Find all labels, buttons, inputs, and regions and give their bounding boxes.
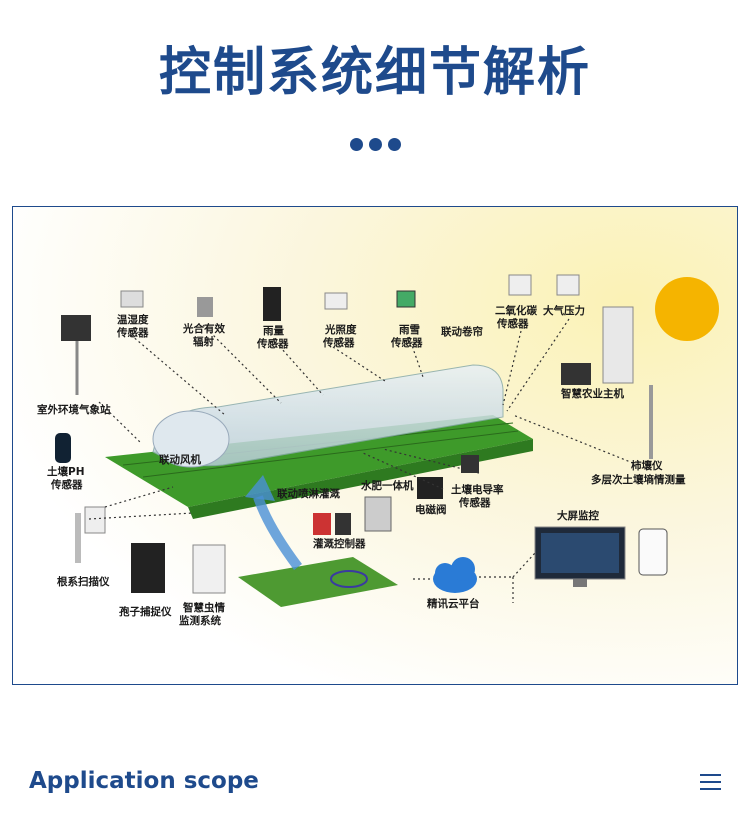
rain-snow-sensor-icon	[396, 290, 416, 308]
label-illuminance-1: 光照度	[324, 323, 357, 336]
fertigation-icon	[364, 496, 392, 532]
label-pest-monitor-2: 监测系统	[179, 614, 221, 627]
label-smart-host: 智慧农业主机	[560, 387, 624, 400]
label-co2-1: 二氧化碳	[495, 304, 537, 317]
sun-icon	[655, 277, 719, 341]
label-soil-ph-2: 传感器	[50, 478, 83, 491]
pressure-sensor-icon	[556, 274, 580, 296]
label-fertigation: 水肥一体机	[360, 479, 414, 492]
label-tube-soil-2: 多层次土壤墒情测量	[591, 473, 686, 486]
label-temp-humidity-1: 温湿度	[117, 313, 149, 326]
label-spray-irrigation: 联动喷淋灌溉	[277, 487, 340, 500]
label-soil-ec-1: 土壤电导率	[451, 483, 504, 496]
hamburger-menu-icon[interactable]	[700, 774, 721, 790]
label-rain-snow-1: 雨雪	[399, 324, 420, 336]
label-rain-gauge-1: 雨量	[263, 324, 284, 337]
par-sensor-icon	[197, 297, 213, 317]
system-diagram: 温湿度 传感器 光合有效 辐射 雨量 传感器 光照度 传感器 雨雪 传感器 联动…	[12, 206, 738, 685]
rain-gauge-icon	[263, 287, 281, 321]
label-rain-gauge-2: 传感器	[256, 337, 289, 350]
green-field	[105, 415, 533, 507]
co2-sensor-icon	[508, 274, 532, 296]
label-soil-ph-1: 土壤PH	[47, 465, 84, 478]
phone-icon	[638, 528, 668, 576]
flow-arrow	[253, 495, 303, 570]
label-spore-trap: 孢子捕捉仪	[119, 605, 172, 618]
irrigation-controller-icon	[313, 513, 331, 535]
label-cloud-platform: 精讯云平台	[427, 597, 480, 610]
label-pressure: 大气压力	[543, 304, 585, 317]
label-pest-monitor-1: 智慧虫情	[182, 601, 225, 614]
temp-humidity-sensor-icon	[120, 290, 144, 308]
section-heading: Application scope	[29, 768, 259, 794]
label-co2-2: 传感器	[496, 317, 529, 330]
label-weather-station: 室外环境气象站	[37, 403, 111, 416]
label-rain-snow-2: 传感器	[390, 336, 423, 349]
label-tube-soil-1: 柿壤仪	[631, 459, 663, 472]
label-root-scanner: 根系扫描仪	[57, 575, 110, 588]
solenoid-valve-icon	[417, 477, 443, 499]
root-scanner-icon	[75, 513, 81, 563]
label-illuminance-2: 传感器	[322, 336, 355, 349]
illuminance-sensor-icon	[324, 292, 348, 310]
cloud-icon	[433, 557, 477, 593]
label-irrigation-controller: 灌溉控制器	[313, 537, 366, 550]
weather-station-icon	[61, 315, 91, 341]
label-soil-ec-2: 传感器	[458, 496, 491, 509]
diagram-illustration: 温湿度 传感器 光合有效 辐射 雨量 传感器 光照度 传感器 雨雪 传感器 联动…	[13, 207, 737, 684]
pest-monitor-icon	[192, 544, 226, 594]
soil-ph-sensor-icon	[55, 433, 71, 463]
smart-host-icon	[602, 306, 634, 384]
decorative-dots	[0, 136, 750, 155]
label-temp-humidity-2: 传感器	[116, 326, 149, 339]
label-solenoid-valve: 电磁阀	[415, 503, 447, 516]
spore-trap-icon	[131, 543, 165, 593]
label-big-screen: 大屏监控	[557, 509, 599, 522]
soil-ec-sensor-icon	[461, 455, 479, 473]
nursery-bed	[238, 557, 398, 607]
page-title: 控制系统细节解析	[158, 43, 591, 103]
label-par-2: 辐射	[193, 335, 214, 348]
label-par-1: 光合有效	[182, 322, 225, 335]
label-linked-fan: 联动风机	[159, 453, 201, 466]
label-linked-curtain: 联动卷帘	[441, 325, 483, 338]
